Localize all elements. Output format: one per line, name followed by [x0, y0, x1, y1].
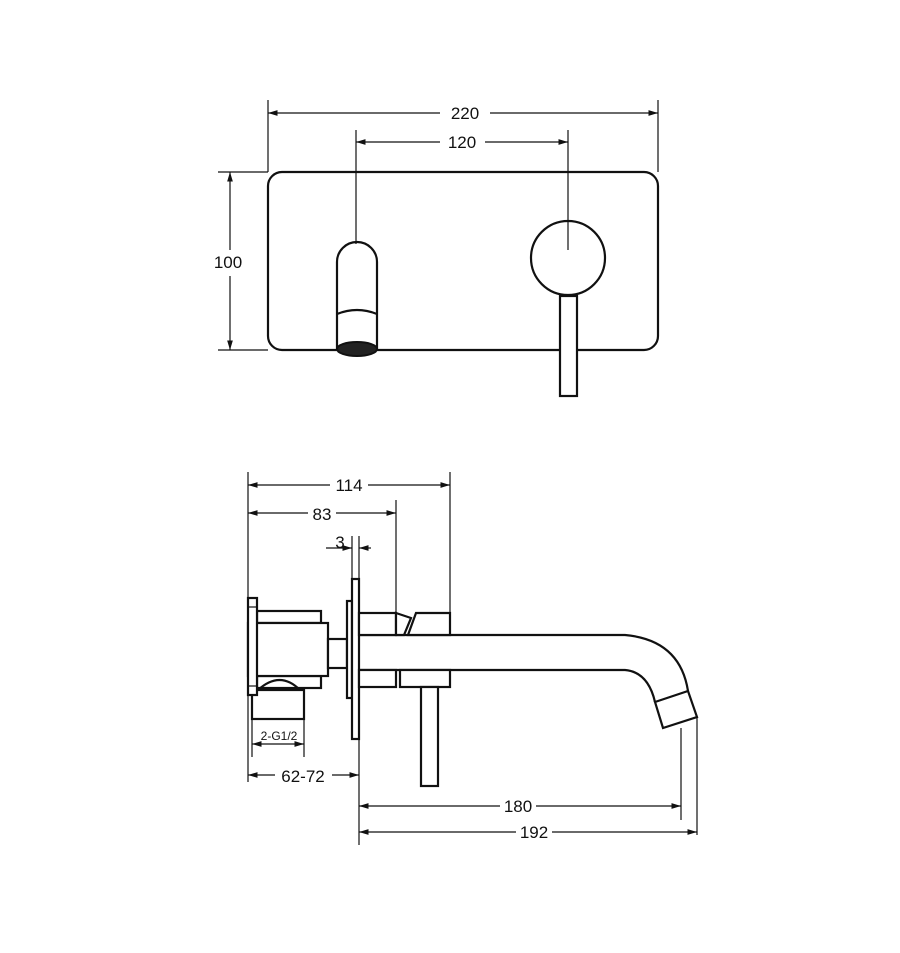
dimension-180: 180 — [359, 728, 682, 820]
dimension-83: 83 — [248, 500, 397, 613]
dimension-220: 220 — [267, 100, 659, 172]
dim-body-depth: 114 — [335, 476, 362, 495]
dimension-100: 100 — [214, 171, 268, 351]
handle-front — [529, 219, 607, 398]
handle-side — [394, 611, 452, 788]
dim-wall-range: 62-72 — [281, 767, 324, 786]
dimension-62-72: 62-72 — [247, 695, 360, 845]
dim-overall-width: 220 — [451, 104, 479, 123]
dimension-192: 192 — [359, 717, 698, 842]
spout-side — [357, 611, 699, 730]
dim-center-spacing: 120 — [448, 133, 476, 152]
dimension-inlet: 2-G1/2 — [251, 719, 305, 757]
dim-spout-overall: 192 — [520, 823, 548, 842]
dim-inlet-thread: 2-G1/2 — [261, 729, 298, 743]
side-view: 114 83 3 2-G1/2 62-72 — [246, 472, 699, 845]
dimension-120: 120 — [355, 130, 569, 250]
dim-handle-depth: 83 — [313, 505, 332, 524]
dim-plate-thickness: 3 — [335, 533, 344, 552]
spout-front — [335, 240, 379, 357]
front-view: 220 120 100 — [214, 100, 660, 398]
wall-plate — [266, 170, 660, 352]
dimension-3: 3 — [326, 533, 371, 579]
valve-body — [246, 577, 361, 741]
dimension-114: 114 — [247, 472, 451, 613]
dim-height: 100 — [214, 253, 242, 272]
dim-spout-reach: 180 — [504, 797, 532, 816]
